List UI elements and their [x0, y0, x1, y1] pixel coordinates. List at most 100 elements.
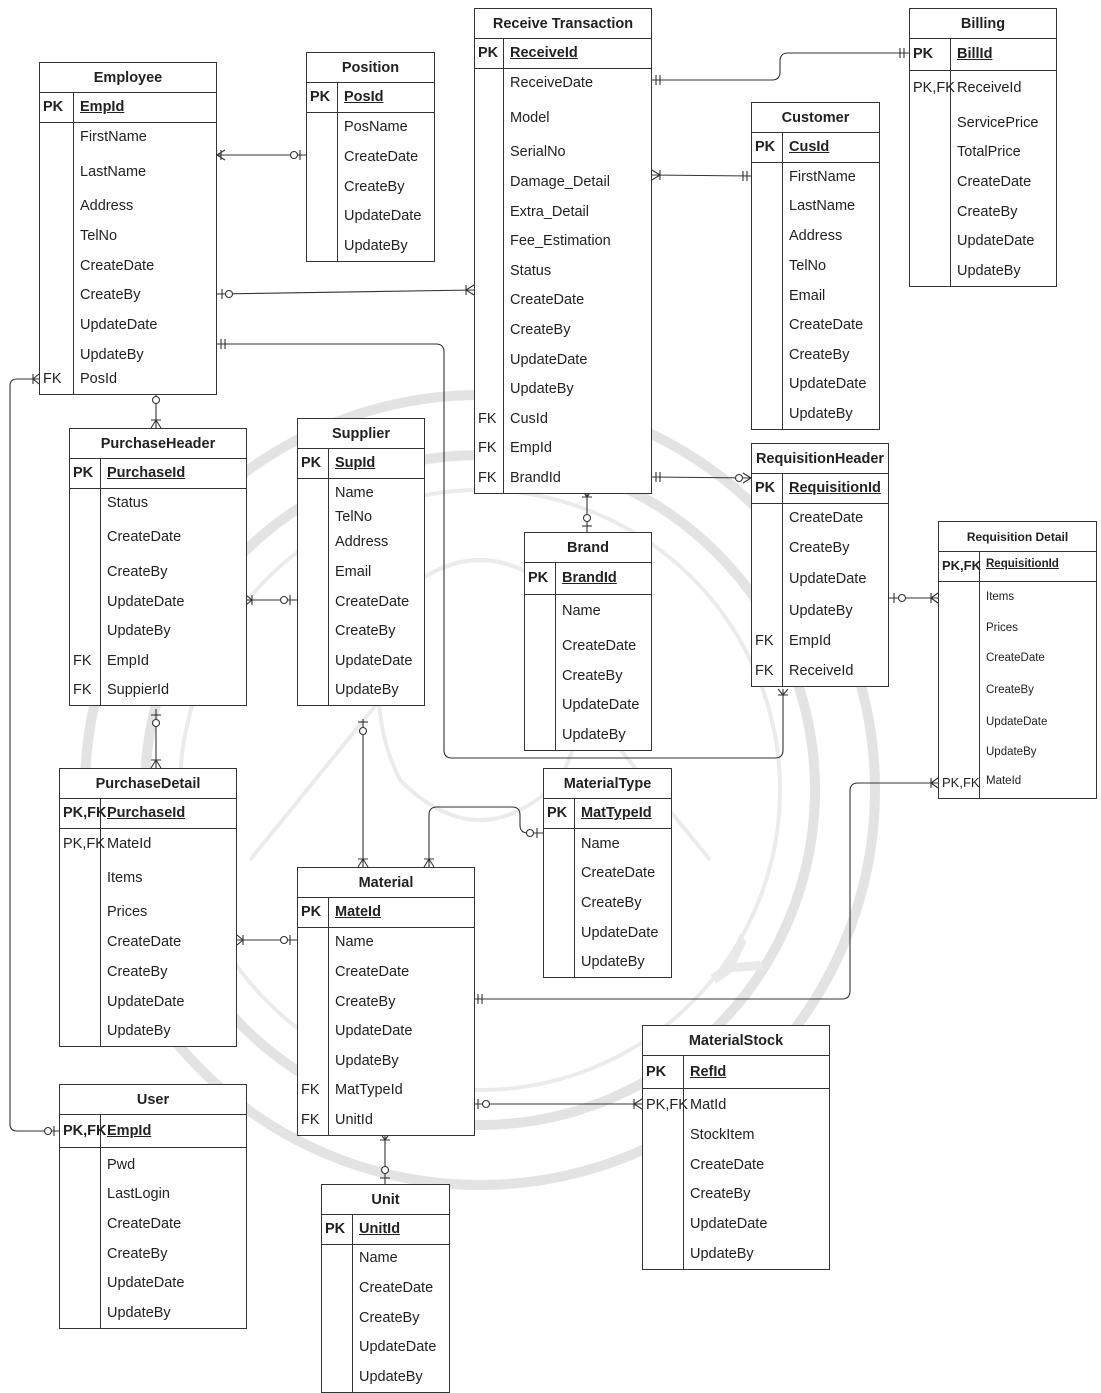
field-name: UpdateDate: [986, 716, 1048, 728]
key-type-label: PK,FK: [942, 558, 981, 573]
field-name: UpdateDate: [335, 653, 413, 669]
field-name: Prices: [986, 622, 1018, 634]
field-name: CreateBy: [107, 964, 168, 980]
primary-key-field: RefId: [690, 1063, 727, 1080]
field-name: TelNo: [335, 509, 373, 525]
field-name: UpdateDate: [789, 376, 867, 392]
field-name: FirstName: [80, 129, 147, 145]
field-name: UpdateBy: [107, 1023, 171, 1039]
field-name: BrandId: [510, 470, 561, 486]
primary-key-field: SupId: [335, 455, 376, 471]
field-name: UpdateDate: [957, 233, 1035, 249]
primary-key-field: EmpId: [80, 99, 125, 115]
field-name: CreateDate: [986, 652, 1045, 664]
key-type-label: FK: [478, 440, 497, 456]
field-name: UpdateBy: [359, 1369, 423, 1385]
field-name: UpdateBy: [690, 1246, 754, 1262]
field-name: Address: [335, 534, 389, 550]
key-type-label: PK: [73, 465, 94, 481]
field-name: MateId: [107, 836, 152, 852]
field-name: Name: [359, 1250, 398, 1266]
primary-key-field: CusId: [789, 139, 830, 155]
field-name: CreateBy: [107, 1246, 168, 1262]
field-name: CreateDate: [581, 865, 656, 881]
field-name: Status: [510, 263, 552, 279]
field-name: ReceiveId: [789, 663, 854, 679]
key-type-label: PK: [755, 480, 776, 496]
field-name: UpdateBy: [335, 1053, 399, 1069]
edge-material-reqdetail: [474, 782, 938, 1000]
field-name: Email: [335, 564, 372, 580]
field-name: UpdateDate: [690, 1216, 768, 1232]
field-name: Prices: [107, 904, 148, 920]
field-name: UpdateBy: [581, 954, 645, 970]
field-name: Extra_Detail: [510, 204, 589, 220]
field-name: CreateBy: [581, 895, 642, 911]
field-name: CreateBy: [335, 994, 396, 1010]
field-name: Status: [107, 495, 149, 511]
edge-employee-reqheader: [217, 343, 784, 759]
field-name: CreateDate: [690, 1157, 765, 1173]
key-type-label: PK,FK: [63, 1122, 107, 1139]
field-name: UpdateBy: [562, 727, 626, 743]
primary-key-field: UnitId: [359, 1221, 401, 1237]
field-name: Address: [789, 228, 843, 244]
field-name: CreateDate: [107, 1216, 182, 1232]
field-name: Items: [986, 591, 1015, 603]
key-type-label: FK: [73, 682, 92, 698]
field-name: EmpId: [789, 633, 831, 649]
field-name: CreateDate: [789, 317, 864, 333]
field-name: CreateDate: [335, 964, 410, 980]
field-name: Address: [80, 198, 134, 214]
field-name: UpdateDate: [359, 1339, 437, 1355]
key-type-label: PK,FK: [63, 836, 105, 852]
field-name: CreateBy: [510, 322, 571, 338]
field-name: UpdateBy: [789, 603, 853, 619]
entity-title: PurchaseHeader: [70, 429, 246, 459]
key-type-label: PK: [528, 570, 549, 586]
field-name: UpdateDate: [107, 1275, 185, 1291]
primary-key-field: BillId: [957, 46, 993, 62]
field-name: UpdateBy: [510, 381, 574, 397]
entity-title: Employee: [40, 63, 216, 93]
field-name: CreateDate: [344, 149, 419, 165]
field-name: CreateDate: [789, 510, 864, 526]
key-type-label: PK,FK: [646, 1097, 688, 1113]
field-name: UpdateDate: [80, 317, 158, 333]
field-name: SuppierId: [107, 682, 170, 698]
entity-title: RequisitionHeader: [752, 444, 888, 474]
field-name: EmpId: [107, 653, 149, 669]
field-name: MateId: [986, 775, 1022, 787]
entity-title: MaterialStock: [643, 1026, 829, 1056]
field-name: UnitId: [335, 1112, 373, 1128]
field-name: Name: [335, 934, 374, 950]
field-name: UpdateDate: [510, 352, 588, 368]
edge-receive-customer: [651, 174, 752, 177]
entity-title: Unit: [322, 1185, 449, 1215]
entity-title: Billing: [910, 9, 1056, 39]
primary-key-field: ReceiveId: [510, 45, 578, 61]
key-type-label: PK,FK: [63, 805, 107, 821]
field-name: FirstName: [789, 169, 856, 185]
field-name: LastName: [80, 164, 147, 180]
field-name: ReceiveId: [957, 80, 1022, 96]
primary-key-field: EmpId: [107, 1122, 152, 1139]
field-name: UpdateBy: [80, 347, 144, 363]
field-name: Email: [789, 288, 826, 304]
field-name: UpdateDate: [107, 994, 185, 1010]
primary-key-field: MatTypeId: [581, 805, 652, 821]
key-type-label: PK,FK: [942, 775, 980, 790]
field-name: Name: [335, 485, 374, 501]
field-name: TelNo: [789, 258, 827, 274]
